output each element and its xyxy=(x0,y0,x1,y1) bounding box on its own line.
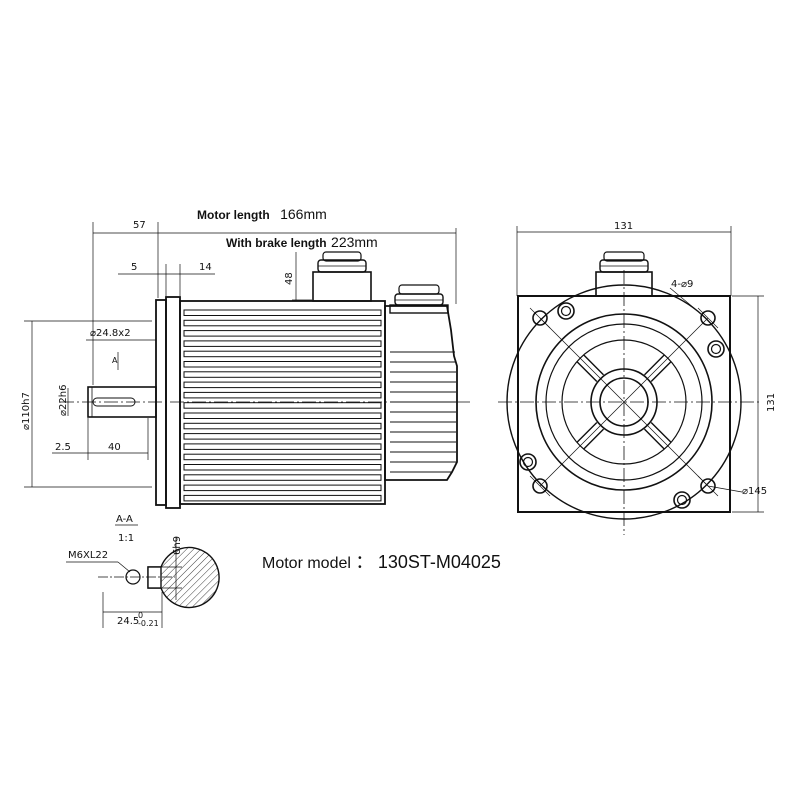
fin xyxy=(183,433,382,440)
front-cap xyxy=(165,296,181,509)
hub-spokes xyxy=(576,354,672,450)
motor-length: Motor length 166mm xyxy=(197,206,327,223)
fin xyxy=(183,422,382,430)
hub-inner xyxy=(599,377,649,427)
dim-131-side: 131 xyxy=(766,393,777,412)
mount-hole-cross xyxy=(697,307,719,329)
dim-tol-lo: -0.21 xyxy=(138,619,159,628)
spoke xyxy=(576,421,605,450)
dim-holes: 4-⌀9 xyxy=(671,279,693,290)
cooling-fins xyxy=(183,309,382,502)
dim-6h9: 6h9 xyxy=(172,536,183,555)
side-view: 57 5 14 48 ⌀24.8x2 A ⌀22h6 ⌀110h7 2.5 40… xyxy=(21,206,470,509)
section-mark: A xyxy=(112,356,118,365)
flange-hole-inner xyxy=(710,343,722,355)
front-flange xyxy=(155,299,167,506)
fin xyxy=(183,391,382,399)
flange-hole-inner xyxy=(522,456,534,468)
diag-2 xyxy=(539,317,709,487)
rear-cap xyxy=(384,305,458,481)
flange-hole xyxy=(519,453,537,471)
section-title: A-A xyxy=(116,514,133,525)
fin xyxy=(183,474,382,481)
dim-131-top: 131 xyxy=(614,221,633,232)
dim-tol-hi: 0 xyxy=(138,611,143,620)
encoder-connector xyxy=(389,284,449,314)
dim-40: 40 xyxy=(108,442,121,453)
flange-circle-145 xyxy=(506,284,742,520)
dim-2-5: 2.5 xyxy=(55,442,71,453)
fin xyxy=(183,453,382,461)
mounting-holes xyxy=(519,302,725,509)
pilot-circle xyxy=(535,313,713,491)
dim-14: 14 xyxy=(199,262,212,273)
motor-model: Motor model ： 130ST-M04025 xyxy=(262,552,501,572)
motor-model-sep: ： xyxy=(355,552,373,572)
d145-leader xyxy=(707,485,743,493)
shaft-key xyxy=(92,397,136,407)
fin xyxy=(183,371,382,378)
flange-hole xyxy=(557,302,575,320)
fin xyxy=(183,443,382,450)
motor-model-label: Motor model xyxy=(262,555,351,572)
fin xyxy=(183,319,382,327)
brake-length-value: 223mm xyxy=(331,234,378,250)
m6-leader-2 xyxy=(117,561,131,573)
mount-hole xyxy=(700,310,716,326)
flange-hole xyxy=(707,340,725,358)
mount-hole-cross xyxy=(529,307,551,329)
fin xyxy=(183,361,382,368)
dim-48: 48 xyxy=(284,272,295,285)
brake-length: With brake length 223mm xyxy=(226,234,378,251)
hub-outer xyxy=(590,368,658,436)
dim-m6: M6XL22 xyxy=(68,550,108,561)
motor-model-value: 130ST-M04025 xyxy=(378,552,501,572)
dim-57: 57 xyxy=(133,220,146,231)
keyway xyxy=(147,566,162,589)
brake-length-label: With brake length xyxy=(226,236,327,250)
fin xyxy=(183,350,382,358)
fin xyxy=(183,464,382,471)
fin xyxy=(183,309,382,316)
spoke xyxy=(643,354,672,383)
dim-110h7: ⌀110h7 xyxy=(21,392,32,430)
section-scale: 1:1 xyxy=(118,533,134,544)
front-connector xyxy=(595,251,653,297)
mount-hole xyxy=(532,310,548,326)
mount-hole-cross xyxy=(529,475,551,497)
section-aa: A-A 1:1 M6XL22 6h9 24.5 0 -0.21 xyxy=(66,514,220,628)
inner-circle-2 xyxy=(561,339,687,465)
spoke xyxy=(643,421,672,450)
motor-length-value: 166mm xyxy=(280,206,327,222)
fin xyxy=(183,402,382,409)
fin xyxy=(183,340,382,347)
dim-22h6: ⌀22h6 xyxy=(58,385,69,416)
flange-hole-inner xyxy=(560,305,572,317)
shaft-section xyxy=(147,546,220,609)
dim-24-5: 24.5 xyxy=(117,616,139,627)
flange-hole-inner xyxy=(676,494,688,506)
fin xyxy=(183,494,382,502)
motor-length-label: Motor length xyxy=(197,208,270,222)
fin xyxy=(183,330,382,337)
power-connector xyxy=(312,251,372,302)
spoke xyxy=(576,354,605,383)
flange-hole xyxy=(673,491,691,509)
mount-hole xyxy=(532,478,548,494)
rear-fins xyxy=(390,361,456,463)
fin xyxy=(183,484,382,492)
mount-hole xyxy=(700,478,716,494)
inner-circle-1 xyxy=(545,323,703,481)
dim-24-8x2: ⌀24.8x2 xyxy=(90,328,131,339)
fin xyxy=(183,381,382,389)
holes-leader xyxy=(669,287,707,319)
fin xyxy=(183,412,382,419)
dim-5: 5 xyxy=(131,262,137,273)
front-view: 131 131 4-⌀9 ⌀145 xyxy=(498,221,777,535)
dim-145: ⌀145 xyxy=(742,486,767,497)
